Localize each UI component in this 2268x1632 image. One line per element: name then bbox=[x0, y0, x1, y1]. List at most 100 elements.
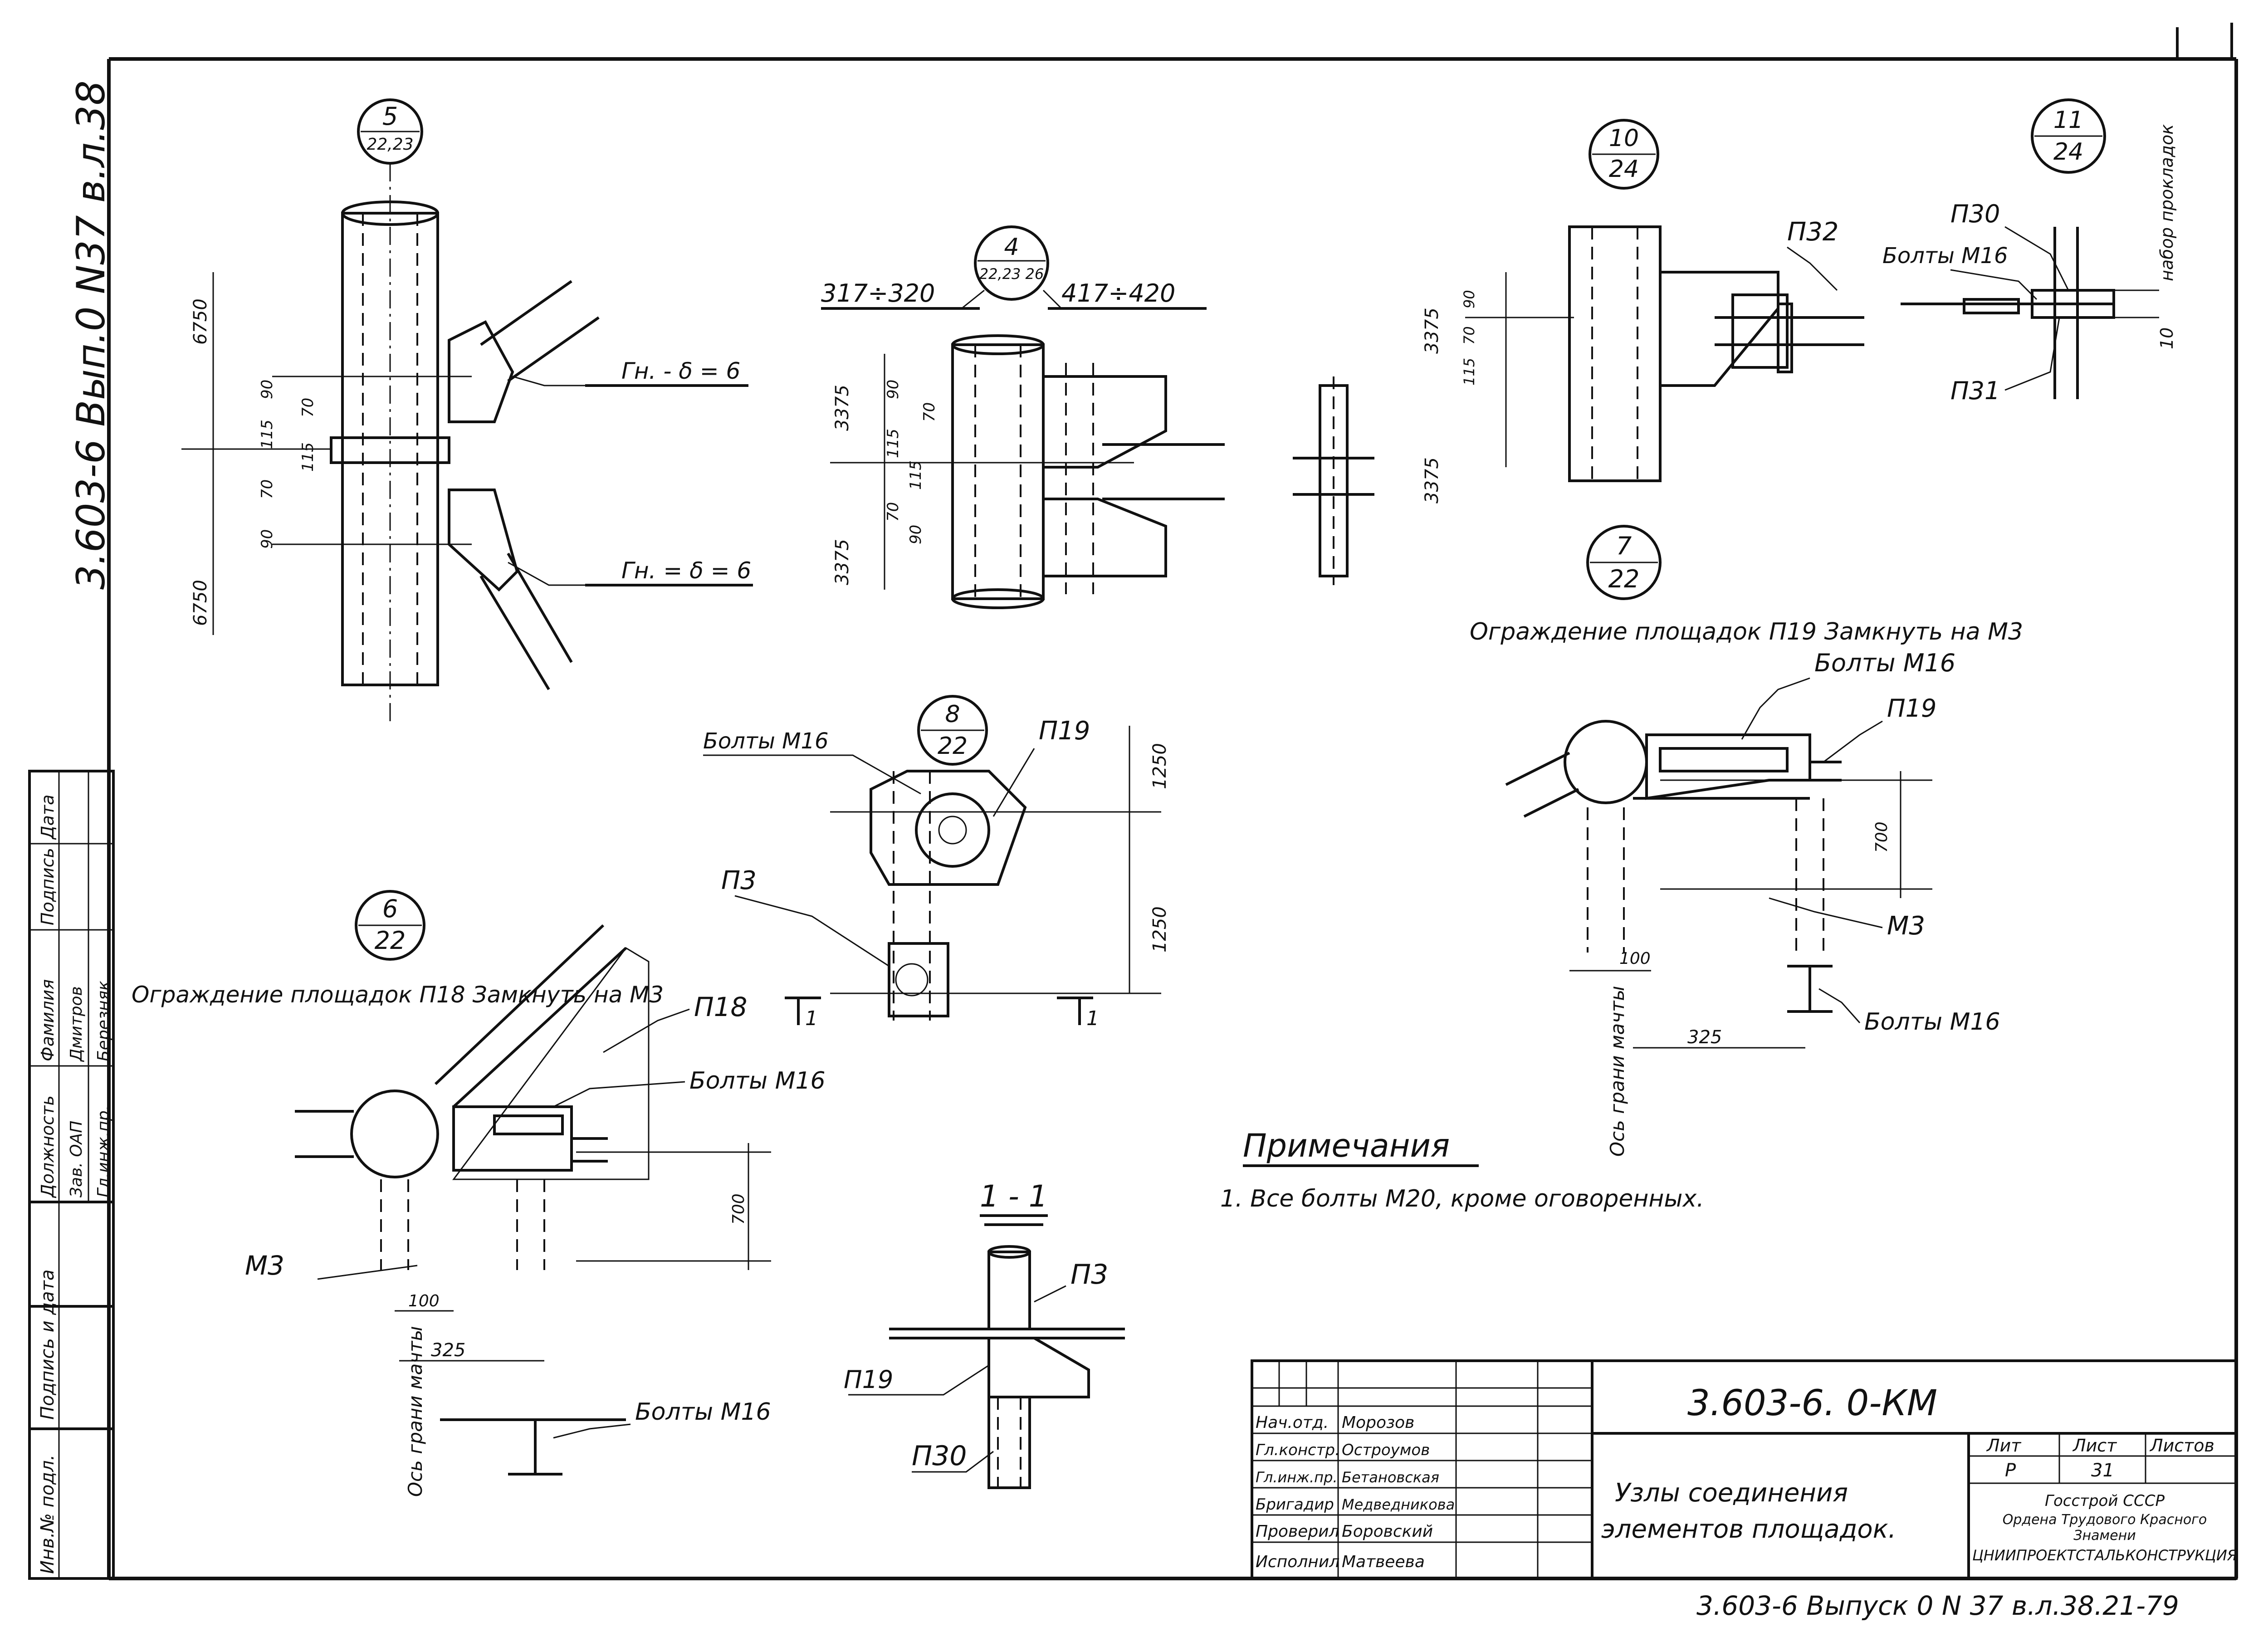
svg-text:3375: 3375 bbox=[832, 539, 853, 585]
svg-text:22: 22 bbox=[1608, 565, 1640, 593]
sheet-frame bbox=[107, 23, 2238, 1580]
svg-text:Подпись и дата: Подпись и дата bbox=[37, 1270, 58, 1420]
notes-item-1: 1. Все болты М20, кроме оговоренных. bbox=[1220, 1185, 1704, 1212]
svg-text:Гн. = δ = 6: Гн. = δ = 6 bbox=[621, 557, 751, 584]
svg-text:Нач.отд.: Нач.отд. bbox=[1256, 1413, 1329, 1432]
svg-text:Болты М16: Болты М16 bbox=[1882, 243, 2008, 269]
svg-text:3375: 3375 bbox=[1422, 457, 1442, 503]
svg-text:90: 90 bbox=[884, 380, 902, 399]
svg-text:3375: 3375 bbox=[1422, 308, 1442, 354]
svg-text:70: 70 bbox=[884, 502, 902, 522]
svg-text:Бригадир: Бригадир bbox=[1256, 1495, 1334, 1514]
svg-text:4: 4 bbox=[1004, 234, 1019, 261]
svg-text:Морозов: Морозов bbox=[1342, 1413, 1414, 1432]
svg-text:Госстрой СССР: Госстрой СССР bbox=[2045, 1492, 2165, 1510]
stamp-code: 3.603-6. 0-КМ bbox=[1687, 1383, 1937, 1424]
svg-text:Остроумов: Остроумов bbox=[1342, 1441, 1430, 1459]
detail-10: 10 24 3375 90 70 115 3375 П32 bbox=[1422, 119, 1864, 503]
notes: Примечания 1. Все болты М20, кроме огово… bbox=[1220, 1127, 1704, 1212]
svg-text:70: 70 bbox=[1461, 326, 1478, 345]
svg-text:П3: П3 bbox=[721, 866, 757, 895]
svg-text:31: 31 bbox=[2091, 1460, 2114, 1481]
svg-text:6: 6 bbox=[382, 894, 398, 923]
svg-text:Боровский: Боровский bbox=[1342, 1522, 1433, 1541]
svg-text:325: 325 bbox=[431, 1340, 465, 1361]
svg-text:Дата: Дата bbox=[38, 795, 58, 840]
svg-text:элементов площадок.: элементов площадок. bbox=[1601, 1515, 1896, 1544]
svg-text:П31: П31 bbox=[1950, 376, 2000, 405]
svg-text:Р: Р bbox=[2005, 1460, 2016, 1481]
svg-text:100: 100 bbox=[408, 1292, 440, 1310]
svg-text:70: 70 bbox=[258, 479, 276, 499]
svg-text:П19: П19 bbox=[844, 1365, 893, 1394]
svg-text:Бетановская: Бетановская bbox=[1342, 1469, 1439, 1486]
svg-text:ЦНИИПРОЕКТСТАЛЬКОНСТРУКЦИЯ: ЦНИИПРОЕКТСТАЛЬКОНСТРУКЦИЯ bbox=[1972, 1547, 2237, 1564]
svg-text:115: 115 bbox=[884, 429, 902, 458]
svg-text:Березняк: Березняк bbox=[94, 981, 113, 1061]
svg-text:700: 700 bbox=[1872, 821, 1891, 853]
svg-text:6750: 6750 bbox=[190, 580, 211, 626]
svg-text:1: 1 bbox=[1086, 1007, 1099, 1030]
detail-8: 8 22 1250 1250 Болты М16 П19 П3 1 1 bbox=[703, 695, 1170, 1030]
svg-text:Узлы соединения: Узлы соединения bbox=[1615, 1478, 1848, 1508]
svg-text:115: 115 bbox=[1461, 358, 1478, 386]
svg-text:90: 90 bbox=[258, 529, 276, 549]
svg-text:П30: П30 bbox=[1950, 200, 2000, 228]
svg-text:Проверил: Проверил bbox=[1256, 1522, 1339, 1541]
svg-text:24: 24 bbox=[2053, 138, 2083, 166]
svg-text:П32: П32 bbox=[1787, 217, 1838, 247]
svg-text:П30: П30 bbox=[912, 1440, 967, 1472]
detail-11: 11 24 П30 Болты М16 П31 набор прокладок … bbox=[1882, 98, 2177, 405]
svg-text:Болты М16: Болты М16 bbox=[703, 728, 829, 754]
svg-text:Должность: Должность bbox=[38, 1095, 58, 1198]
svg-text:700: 700 bbox=[729, 1193, 748, 1225]
notes-title: Примечания bbox=[1243, 1127, 1450, 1164]
svg-text:М3: М3 bbox=[245, 1250, 284, 1281]
svg-text:Матвеева: Матвеева bbox=[1342, 1553, 1425, 1571]
svg-text:Фамилия: Фамилия bbox=[38, 979, 58, 1061]
vertical-code: 3.603-6 Вып.0 N37 в.л.38 bbox=[68, 80, 114, 590]
svg-text:6750: 6750 bbox=[190, 298, 211, 345]
svg-text:Лит: Лит bbox=[1986, 1436, 2022, 1456]
svg-text:Болты М16: Болты М16 bbox=[1864, 1008, 2000, 1036]
svg-text:70: 70 bbox=[299, 398, 317, 417]
svg-text:317÷320: 317÷320 bbox=[821, 279, 935, 308]
title-block: Нач.отд. Морозов Гл.констр. Остроумов Гл… bbox=[1251, 1359, 2238, 1580]
svg-text:Ось грани мачты: Ось грани мачты bbox=[404, 1326, 426, 1497]
svg-text:Ограждение площадок П19 Замкну: Ограждение площадок П19 Замкнуть на М3 bbox=[1470, 618, 2023, 645]
svg-text:90: 90 bbox=[907, 525, 925, 544]
svg-text:11: 11 bbox=[2053, 107, 2083, 134]
svg-text:Лист: Лист bbox=[2072, 1436, 2117, 1456]
svg-text:1250: 1250 bbox=[1149, 906, 1170, 953]
svg-text:П3: П3 bbox=[1070, 1259, 1108, 1290]
svg-text:Исполнил: Исполнил bbox=[1256, 1553, 1339, 1571]
svg-text:Гн. - δ = 6: Гн. - δ = 6 bbox=[621, 358, 740, 384]
svg-text:Зав. ОАП: Зав. ОАП bbox=[67, 1121, 86, 1197]
svg-text:115: 115 bbox=[258, 420, 276, 449]
svg-text:1250: 1250 bbox=[1149, 743, 1170, 789]
svg-text:7: 7 bbox=[1616, 532, 1632, 560]
svg-text:1: 1 bbox=[805, 1007, 818, 1030]
svg-text:90: 90 bbox=[258, 380, 276, 399]
svg-text:Гл.констр.: Гл.констр. bbox=[1256, 1441, 1340, 1459]
svg-text:П19: П19 bbox=[1039, 716, 1090, 746]
detail-7: 7 22 Ограждение площадок П19 Замкнуть на… bbox=[1470, 525, 2023, 1157]
svg-text:Гл.инж.пр.: Гл.инж.пр. bbox=[94, 1105, 113, 1197]
svg-text:П18: П18 bbox=[694, 992, 747, 1022]
svg-text:Ось грани мачты: Ось грани мачты bbox=[1606, 986, 1628, 1157]
svg-text:22,23 26: 22,23 26 bbox=[979, 265, 1044, 283]
svg-text:22: 22 bbox=[938, 733, 968, 760]
detail-6: 6 22 Ограждение площадок П18 Замкнуть на… bbox=[132, 890, 826, 1497]
svg-text:115: 115 bbox=[907, 460, 925, 490]
svg-text:Инв.№ подл.: Инв.№ подл. bbox=[37, 1455, 58, 1574]
svg-text:Листов: Листов bbox=[2149, 1436, 2214, 1456]
svg-text:Подпись: Подпись bbox=[38, 848, 58, 925]
svg-text:3375: 3375 bbox=[832, 385, 853, 431]
svg-text:Ордена Трудового Красного: Ордена Трудового Красного bbox=[2003, 1512, 2207, 1528]
svg-text:Медведникова: Медведникова bbox=[1342, 1496, 1455, 1513]
side-stamp: Должность Фамилия Подпись Дата Зав. ОАП … bbox=[28, 770, 115, 1580]
detail-4: 4 22,23 26 317÷320 417÷420 3375 90 70 11… bbox=[821, 225, 1374, 609]
svg-text:115: 115 bbox=[299, 442, 317, 472]
svg-text:10: 10 bbox=[2157, 327, 2177, 349]
